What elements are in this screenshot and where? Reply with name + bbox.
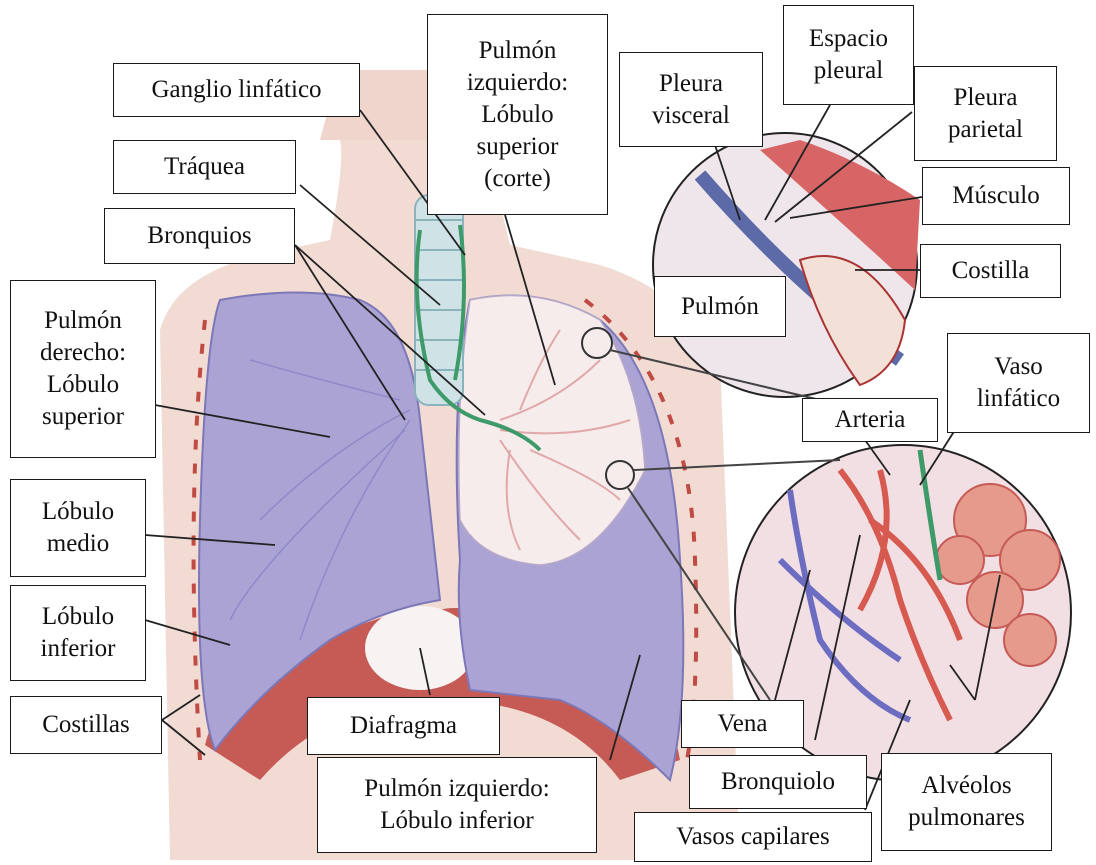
label-pulmon-izquierdo-inferior: Pulmón izquierdo: Lóbulo inferior	[317, 757, 597, 853]
label-pleura-parietal: Pleura parietal	[914, 66, 1057, 161]
label-costillas: Costillas	[10, 696, 162, 754]
label-diafragma: Diafragma	[307, 697, 500, 755]
label-lobulo-inferior: Lóbulo inferior	[10, 585, 146, 681]
label-pulmon-derecho-superior: Pulmón derecho: Lóbulo superior	[10, 280, 156, 458]
label-vasos-capilares: Vasos capilares	[634, 812, 872, 862]
label-espacio-pleural: Espacio pleural	[783, 5, 914, 105]
label-traquea: Tráquea	[113, 140, 296, 194]
label-vaso-linfatico: Vaso linfático	[947, 333, 1090, 433]
label-pulmon-izquierdo-superior: Pulmón izquierdo: Lóbulo superior (corte…	[427, 14, 608, 215]
label-bronquios: Bronquios	[104, 208, 295, 264]
label-lobulo-medio: Lóbulo medio	[10, 479, 146, 577]
label-musculo: Músculo	[922, 167, 1070, 225]
label-pulmon: Pulmón	[654, 276, 786, 337]
label-arteria: Arteria	[802, 398, 938, 442]
label-alveolos-pulmonares: Alvéolos pulmonares	[881, 753, 1052, 851]
label-pleura-visceral: Pleura visceral	[619, 52, 763, 147]
label-ganglio-linfatico: Ganglio linfático	[113, 63, 360, 117]
label-bronquiolo: Bronquiolo	[689, 755, 867, 809]
label-costilla: Costilla	[920, 244, 1061, 298]
label-vena: Vena	[681, 700, 804, 748]
